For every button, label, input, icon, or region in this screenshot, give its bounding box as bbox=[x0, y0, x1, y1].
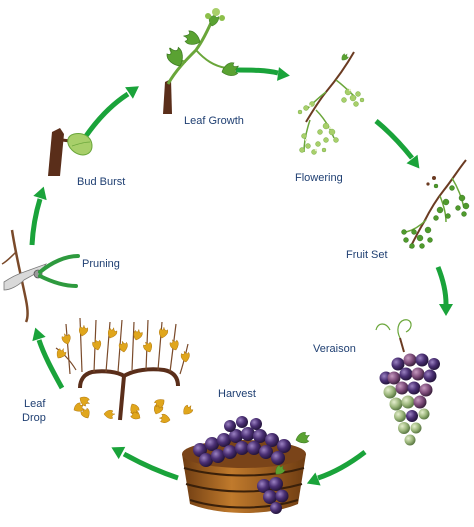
label-harvest: Harvest bbox=[218, 388, 256, 400]
leaf-growth-illustration bbox=[163, 8, 242, 114]
arrow-leafgrowth-flowering bbox=[235, 67, 279, 76]
flowering-illustration bbox=[297, 51, 365, 155]
label-leaf-drop-line1: Leaf bbox=[24, 398, 46, 410]
arrow-leafdrop-pruning bbox=[36, 339, 65, 390]
arrow-pruning-budburst bbox=[29, 198, 43, 246]
arrow-budburst-leafgrowth bbox=[83, 91, 130, 138]
arrow-harvest-leafdrop bbox=[122, 451, 179, 481]
label-bud-burst: Bud Burst bbox=[77, 176, 126, 188]
arrow-veraison-harvest bbox=[317, 450, 367, 481]
fruit-set-illustration bbox=[401, 159, 470, 249]
label-leaf-growth: Leaf Growth bbox=[184, 115, 244, 127]
cycle-arrows bbox=[29, 67, 449, 481]
label-fruit-set: Fruit Set bbox=[346, 249, 388, 261]
label-leaf-drop-line2: Drop bbox=[22, 412, 46, 424]
label-flowering: Flowering bbox=[295, 172, 343, 184]
bud-burst-illustration bbox=[48, 128, 93, 176]
label-pruning: Pruning bbox=[82, 258, 120, 270]
veraison-illustration bbox=[375, 319, 440, 446]
harvest-illustration bbox=[182, 416, 312, 514]
arrow-flowering-fruitset bbox=[374, 119, 414, 160]
pruning-illustration bbox=[1, 229, 80, 323]
arrow-fruitset-veraison bbox=[435, 266, 449, 305]
label-veraison: Veraison bbox=[313, 343, 356, 355]
leaf-drop-illustration bbox=[54, 317, 195, 424]
